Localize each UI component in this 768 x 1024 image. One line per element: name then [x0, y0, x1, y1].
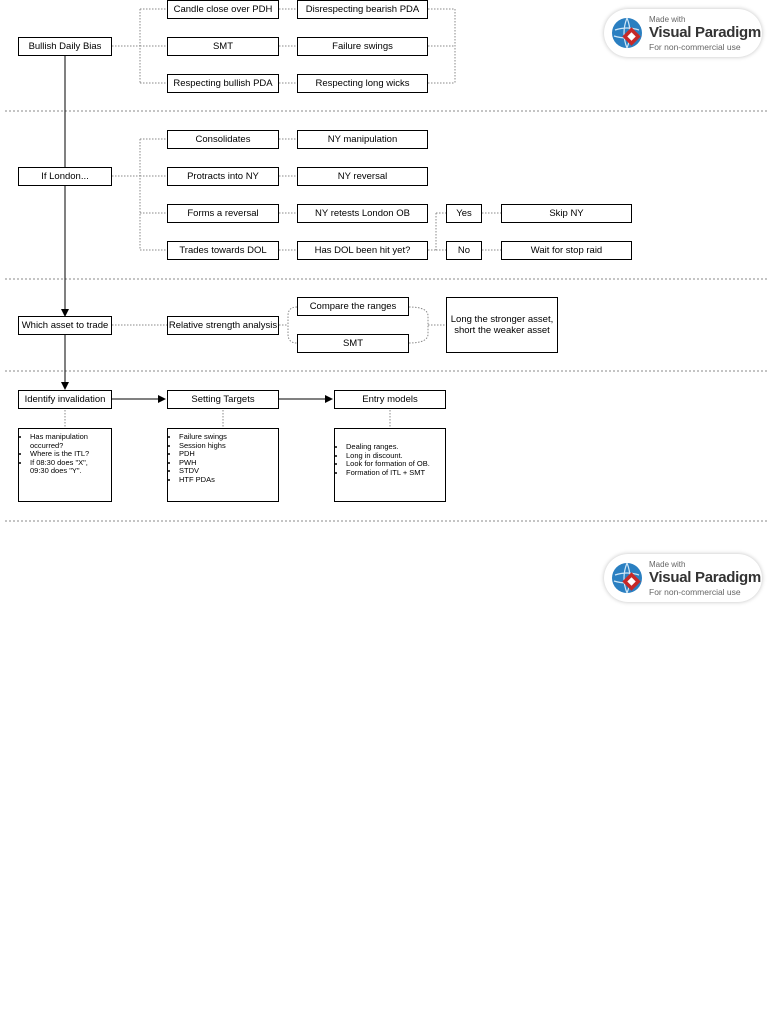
node-compare-the-ranges[interactable]: Compare the ranges — [297, 297, 409, 316]
note-item: Formation of ITL + SMT — [346, 468, 442, 478]
node-ny-reversal[interactable]: NY reversal — [297, 167, 428, 186]
node-smt-mid[interactable]: SMT — [297, 334, 409, 353]
watermark-made-with: Made with — [649, 560, 686, 569]
node-protracts-into-ny[interactable]: Protracts into NY — [167, 167, 279, 186]
note-item: Look for formation of OB. — [346, 460, 442, 469]
note-item: Dealing ranges. — [346, 442, 442, 452]
watermark-subtitle: For non-commercial use — [649, 587, 741, 597]
note-item: PWH — [179, 458, 275, 468]
note-item: If 08:30 does "X", 09:30 does "Y". — [30, 458, 108, 476]
node-bullish-daily-bias[interactable]: Bullish Daily Bias — [18, 37, 112, 56]
node-entry-models[interactable]: Entry models — [334, 390, 446, 409]
watermark-made-with: Made with — [649, 15, 686, 24]
node-no[interactable]: No — [446, 241, 482, 260]
note-item: PDH — [179, 450, 275, 459]
node-smt-top[interactable]: SMT — [167, 37, 279, 56]
node-ny-manipulation[interactable]: NY manipulation — [297, 130, 428, 149]
watermark-badge-top: Made with Visual Paradigm For non-commer… — [604, 9, 762, 57]
node-yes[interactable]: Yes — [446, 204, 482, 223]
watermark-subtitle: For non-commercial use — [649, 42, 741, 52]
node-ny-retests-london-ob[interactable]: NY retests London OB — [297, 204, 428, 223]
note-item: Where is the ITL? — [30, 450, 108, 459]
note-entry: Dealing ranges. Long in discount. Look f… — [334, 428, 446, 502]
node-relative-strength-analysis[interactable]: Relative strength analysis — [167, 316, 279, 335]
note-invalidation: Has manipulation occurred? Where is the … — [18, 428, 112, 502]
node-which-asset-to-trade[interactable]: Which asset to trade — [18, 316, 112, 335]
node-failure-swings[interactable]: Failure swings — [297, 37, 428, 56]
node-skip-ny[interactable]: Skip NY — [501, 204, 632, 223]
note-item: HTF PDAs — [179, 475, 275, 485]
watermark-badge-bottom: Made with Visual Paradigm For non-commer… — [604, 554, 762, 602]
watermark-brand: Visual Paradigm — [649, 24, 761, 41]
node-respecting-bullish-pda[interactable]: Respecting bullish PDA — [167, 74, 279, 93]
node-wait-for-stop-raid[interactable]: Wait for stop raid — [501, 241, 632, 260]
note-targets: Failure swings Session highs PDH PWH STD… — [167, 428, 279, 502]
node-long-stronger-short-weaker[interactable]: Long the stronger asset, short the weake… — [446, 297, 558, 353]
node-consolidates[interactable]: Consolidates — [167, 130, 279, 149]
note-item: Failure swings — [179, 432, 275, 442]
node-has-dol-been-hit[interactable]: Has DOL been hit yet? — [297, 241, 428, 260]
node-trades-towards-dol[interactable]: Trades towards DOL — [167, 241, 279, 260]
note-item: Has manipulation occurred? — [30, 432, 108, 450]
node-if-london[interactable]: If London... — [18, 167, 112, 186]
node-respecting-long-wicks[interactable]: Respecting long wicks — [297, 74, 428, 93]
node-setting-targets[interactable]: Setting Targets — [167, 390, 279, 409]
dotted-connectors — [64, 8, 501, 428]
node-disrespecting-bearish-pda[interactable]: Disrespecting bearish PDA — [297, 0, 428, 19]
node-forms-a-reversal[interactable]: Forms a reversal — [167, 204, 279, 223]
visual-paradigm-logo-icon — [612, 562, 642, 594]
section-separators — [5, 110, 768, 522]
visual-paradigm-logo-icon — [612, 17, 642, 49]
note-item: Long in discount. — [346, 451, 442, 461]
note-item: Session highs — [179, 441, 275, 451]
node-candle-close-over-pdh[interactable]: Candle close over PDH — [167, 0, 279, 19]
main-flow-arrows — [61, 56, 333, 403]
node-identify-invalidation[interactable]: Identify invalidation — [18, 390, 112, 409]
watermark-brand: Visual Paradigm — [649, 569, 761, 586]
note-item: STDV — [179, 467, 275, 476]
